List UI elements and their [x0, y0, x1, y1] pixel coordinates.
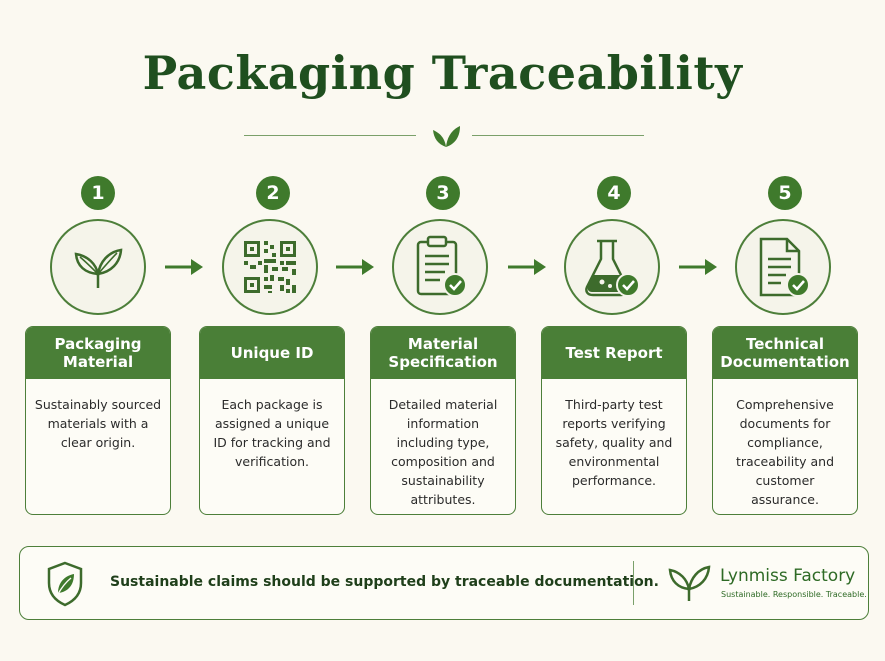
title-divider-left — [244, 135, 416, 136]
step-card-3: Material Specification Detailed material… — [370, 326, 516, 515]
leaf-divider-icon — [433, 126, 460, 147]
arrow-right-icon — [336, 259, 374, 275]
shield-leaf-icon — [47, 561, 83, 607]
step-card-1: Packaging Material Sustainably sourced m… — [25, 326, 171, 515]
step-card-2: Unique ID Each package is assigned a uni… — [199, 326, 345, 515]
card-description: Sustainably sourced materials with a cle… — [34, 397, 162, 450]
step-card-5: Technical Documentation Comprehensive do… — [712, 326, 858, 515]
clipboard-check-icon — [416, 235, 467, 297]
card-heading: Unique ID — [200, 327, 344, 379]
card-heading: Packaging Material — [26, 327, 170, 379]
card-description: Each package is assigned a unique ID for… — [213, 397, 331, 469]
footer-separator — [633, 561, 634, 605]
document-check-icon — [759, 237, 810, 297]
step-card-4: Test Report Third-party test reports ver… — [541, 326, 687, 515]
brand-name: Lynmiss Factory — [720, 566, 856, 586]
card-description: Third-party test reports verifying safet… — [555, 397, 673, 488]
step-number-3: 3 — [426, 176, 460, 210]
step-icon-circle-5 — [735, 219, 831, 315]
card-heading: Test Report — [542, 327, 686, 379]
arrow-right-icon — [165, 259, 203, 275]
card-heading: Technical Documentation — [713, 327, 857, 379]
leaf-sprout-icon — [74, 248, 123, 288]
arrow-right-icon — [679, 259, 717, 275]
step-icon-circle-4 — [564, 219, 660, 315]
footer-banner: Sustainable claims should be supported b… — [19, 546, 869, 620]
title-divider-right — [472, 135, 644, 136]
step-icon-circle-2 — [222, 219, 318, 315]
page-title: Packaging Traceability — [142, 46, 743, 100]
step-icon-circle-3 — [392, 219, 488, 315]
qr-code-icon — [244, 241, 296, 293]
step-icon-circle-1 — [50, 219, 146, 315]
brand-tagline: Sustainable. Responsible. Traceable. — [721, 590, 867, 599]
card-description: Comprehensive documents for compliance, … — [735, 397, 835, 507]
lab-flask-check-icon — [585, 239, 640, 297]
footer-message: Sustainable claims should be supported b… — [110, 574, 659, 590]
card-description: Detailed material information including … — [388, 397, 498, 507]
step-number-2: 2 — [256, 176, 290, 210]
step-number-5: 5 — [768, 176, 802, 210]
step-number-1: 1 — [81, 176, 115, 210]
card-heading: Material Specification — [371, 327, 515, 379]
arrow-right-icon — [508, 259, 546, 275]
brand-leaf-logo-icon — [668, 565, 711, 601]
step-number-4: 4 — [597, 176, 631, 210]
